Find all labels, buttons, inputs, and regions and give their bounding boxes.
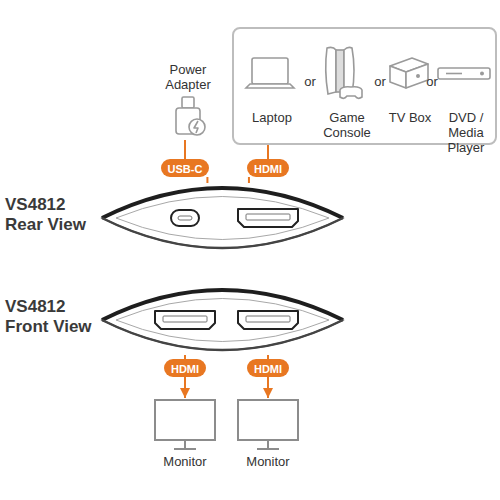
housing-outline [100,285,345,355]
monitor: Monitor [145,398,225,473]
port-label: HDMI [247,360,289,378]
laptop-icon [246,58,294,88]
device-label: or [420,74,444,89]
port-label: HDMI [247,160,289,178]
game-console-icon [326,47,362,98]
hdmi-port-tag: HDMI [247,359,289,377]
device-label: or [368,74,392,89]
power-adapter: Power Adapter [148,62,228,140]
device-label: Monitor [145,454,225,469]
device-label: Monitor [228,454,308,469]
device-heading: VS4812 Rear View [5,195,97,235]
vs4812-rear-housing: VS4812 Rear View [100,183,345,253]
device-label: TV Box [380,110,440,125]
source-devices-box: LaptoporGame ConsoleorTV BoxorDVD / Medi… [232,27,497,145]
tv-box-icon [390,58,428,88]
device-label: DVD / Media Player [437,110,495,155]
port-label: USB-C [161,160,210,178]
cable-connector [267,145,269,159]
usb-c-port-tag: USB-C [161,159,210,177]
hdmi-port-tag: HDMI [164,359,206,377]
cable-connector [248,177,250,183]
device-label: Game Console [317,110,377,140]
device-heading: VS4812 Front View [5,297,97,337]
cable-connector [184,140,186,159]
port-label: HDMI [164,360,206,378]
housing-outline [100,183,345,253]
device-label: Power Adapter [148,62,228,92]
device-label: Laptop [242,110,302,125]
hdmi-port-tag: HDMI [247,159,289,177]
cable-connector [184,377,186,398]
power-adapter-icon [176,97,205,135]
cable-connector [267,377,269,398]
cable-connector [206,177,208,183]
device-label: or [298,74,322,89]
dvd-player-icon [438,68,490,79]
monitor: Monitor [228,398,308,473]
vs4812-front-housing: VS4812 Front View [100,285,345,355]
